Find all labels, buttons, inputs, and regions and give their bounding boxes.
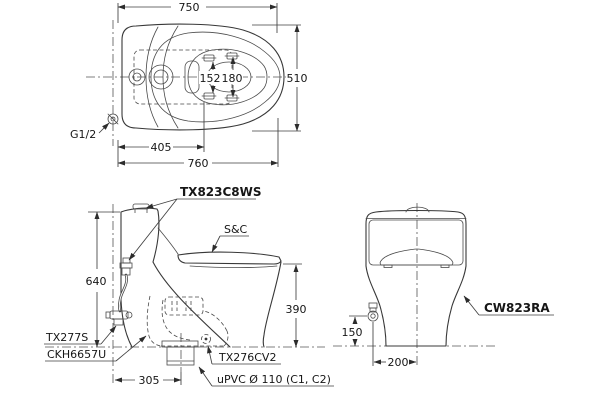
svg-text:405: 405 — [151, 141, 172, 154]
svg-text:305: 305 — [139, 374, 160, 387]
side-tank-bowl-join — [157, 227, 179, 255]
side-outlet-socket-label: TX276CV2 — [218, 351, 276, 364]
plan-dim-405: 405 — [117, 102, 205, 154]
front-supply-valve — [367, 302, 379, 322]
side-outlet-pipe-label: uPVC Ø 110 (C1, C2) — [217, 373, 331, 386]
svg-text:150: 150 — [342, 326, 363, 339]
front-model-label: CW823RA — [484, 301, 550, 315]
front-model-leader — [463, 295, 480, 316]
plan-cistern-outline — [133, 49, 233, 105]
side-supply-hose-outer — [117, 273, 128, 313]
side-fill-valve — [119, 257, 133, 276]
side-trapway-hidden — [146, 295, 229, 347]
svg-text:510: 510 — [287, 72, 308, 85]
front-dim-150: 150 — [342, 315, 367, 347]
svg-text:640: 640 — [86, 275, 107, 288]
side-supply-hose-inner — [118, 274, 128, 312]
svg-text:152: 152 — [200, 72, 221, 85]
front-seat-bumper-right — [440, 264, 450, 268]
side-seat-leader — [211, 235, 221, 253]
svg-text:760: 760 — [188, 157, 209, 170]
front-flush-button — [405, 206, 430, 213]
svg-text:390: 390 — [286, 303, 307, 316]
side-rear-base — [120, 299, 133, 348]
side-outlet-socket-leader — [207, 345, 213, 365]
svg-text:750: 750 — [179, 1, 200, 14]
front-seat — [379, 248, 454, 266]
side-dim-305: 305 — [114, 372, 182, 387]
side-tank-outline — [120, 207, 160, 301]
plan-flush-valve-inner — [153, 69, 169, 85]
side-dim-390: 390 — [283, 263, 307, 348]
front-seat-bumper-left — [383, 264, 393, 268]
plan-body-outline — [121, 23, 285, 131]
side-bowl-rim-under-seat — [189, 265, 278, 268]
side-seat — [177, 251, 282, 265]
front-view: CW823RA 150 200 — [333, 203, 554, 369]
plan-fill-valve-inner — [132, 72, 142, 82]
plan-dim-152: 152 — [199, 61, 221, 94]
side-fitting-leader — [115, 335, 147, 362]
plan-seat-outline — [150, 31, 281, 123]
side-view: TX823C8WS S&C TX277S CKH6657U TX276CV2 u… — [44, 185, 334, 387]
plan-dim-180: 180 — [221, 56, 243, 98]
svg-text:180: 180 — [222, 72, 243, 85]
front-body-outline — [365, 209, 467, 347]
front-dim-200: 200 — [372, 322, 417, 369]
side-outlet-pipe — [161, 333, 199, 372]
svg-text:200: 200 — [388, 356, 409, 369]
plan-bowl-rim — [187, 48, 268, 106]
plan-dim-750: 750 — [117, 1, 278, 33]
side-stop-valve — [105, 310, 133, 326]
side-flush-button-hidden — [134, 209, 148, 213]
side-flush-unit-label: TX823C8WS — [180, 185, 262, 199]
side-flush-unit-leader-1 — [145, 198, 178, 209]
side-flush-unit-leader-2 — [128, 198, 178, 261]
side-outlet-pipe-leader — [198, 366, 213, 387]
side-body-sweep — [152, 261, 231, 348]
plan-dim-760: 760 — [117, 118, 279, 170]
side-bowl-front — [262, 261, 282, 348]
plan-tank-seam-2 — [162, 25, 179, 129]
side-dim-640: 640 — [86, 211, 120, 348]
plan-tank-seam-1 — [145, 26, 159, 128]
side-seat-label: S&C — [224, 223, 248, 236]
side-stop-valve-label: TX277S — [45, 331, 88, 344]
plan-inlet-fitting — [107, 113, 119, 125]
plan-inlet-label: G1/2 — [70, 128, 96, 141]
plan-flush-valve-outer — [148, 64, 174, 90]
plan-fill-valve-outer — [128, 68, 146, 86]
side-fitting-label: CKH6657U — [47, 348, 106, 361]
plan-dim-510: 510 — [252, 24, 309, 132]
side-stop-valve-leader — [100, 325, 117, 345]
plan-inlet-leader — [98, 122, 110, 134]
plan-view: G1/2 750 510 152 — [70, 1, 309, 170]
